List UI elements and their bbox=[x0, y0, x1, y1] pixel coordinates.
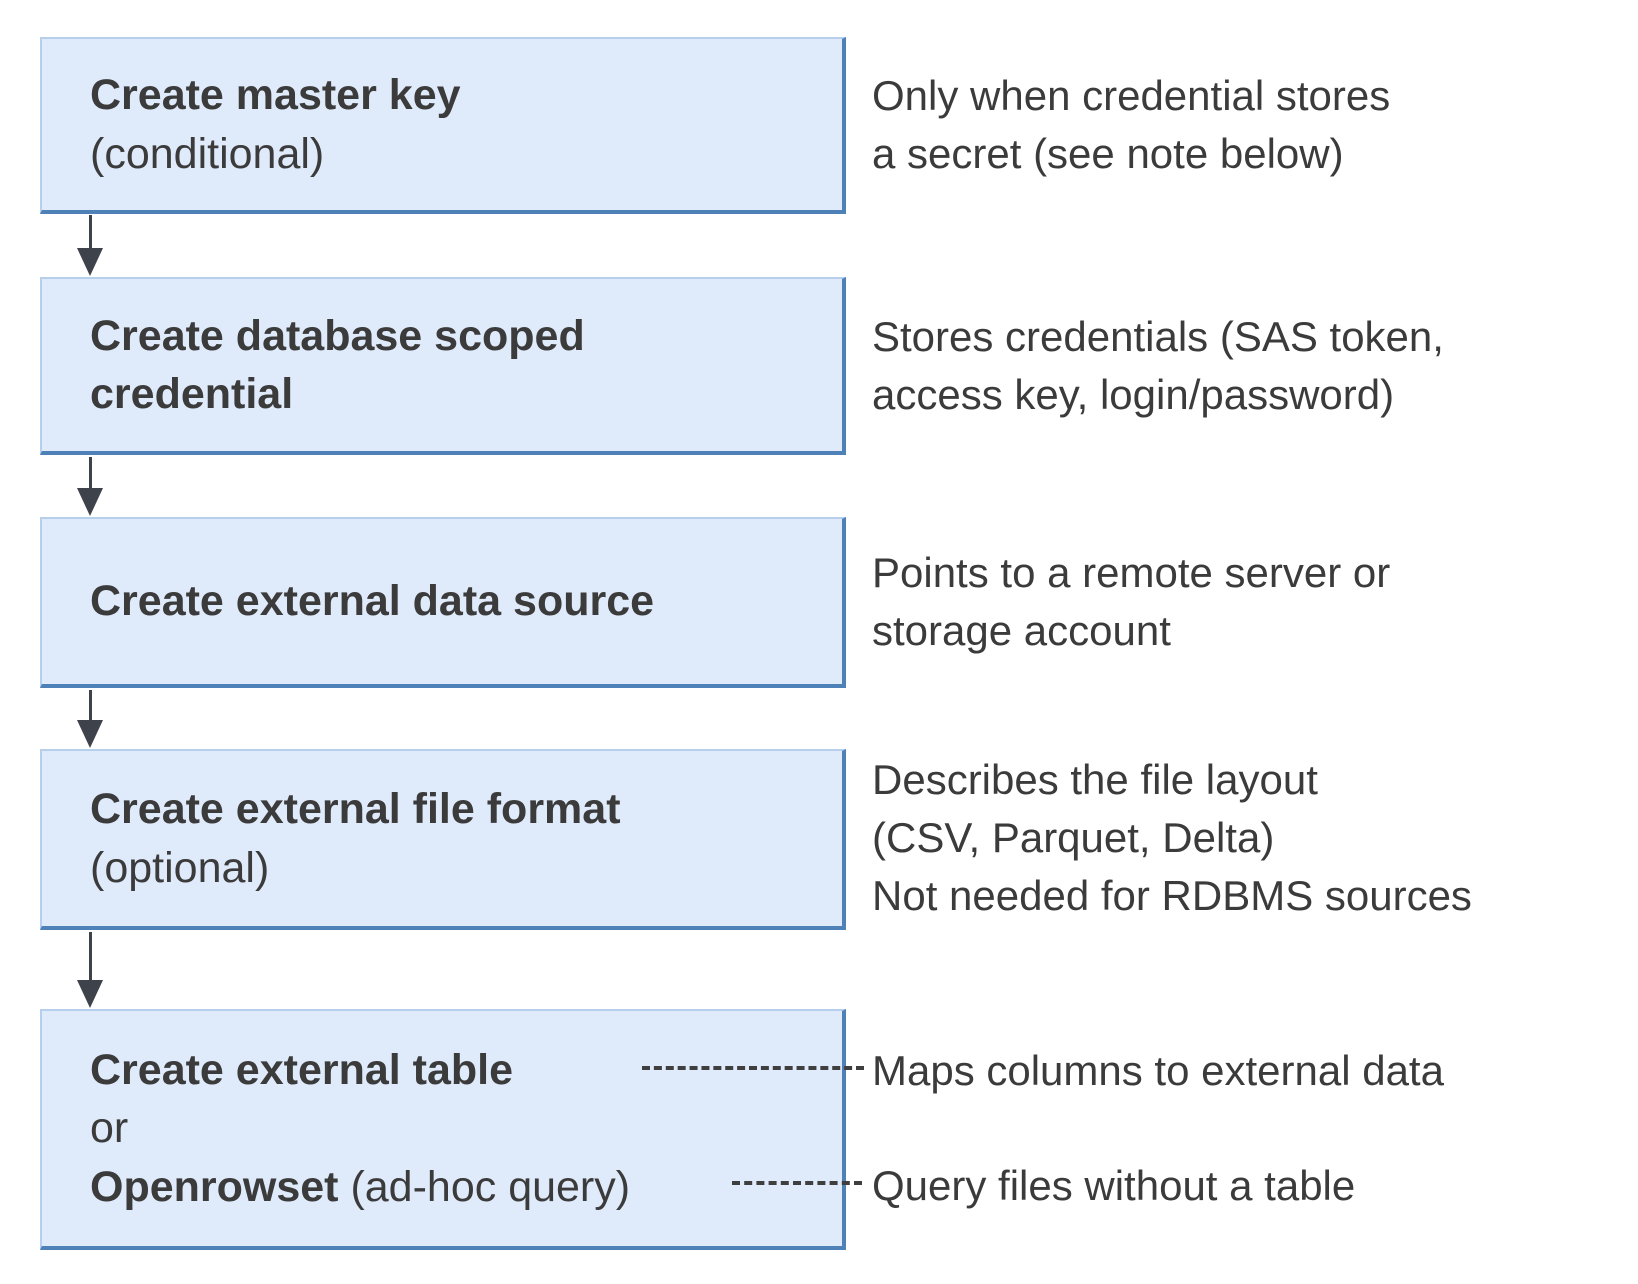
annotation-master-key: Only when credential stores a secret (se… bbox=[872, 72, 1391, 177]
openrowset-label: Openrowset bbox=[90, 1162, 339, 1211]
annotation-external-data-source: Points to a remote server or storage acc… bbox=[872, 549, 1391, 654]
step-subtitle-optional: (optional) bbox=[90, 843, 270, 892]
step-line-or: or bbox=[90, 1104, 129, 1153]
step-line-openrowset: Openrowset (ad-hoc query) bbox=[90, 1158, 842, 1216]
arrow-shaft bbox=[89, 690, 92, 724]
flow-arrow-3 bbox=[77, 690, 104, 748]
flow-arrow-4 bbox=[77, 932, 104, 1008]
step-title-create-master-key: Create master key bbox=[90, 71, 461, 120]
step-box-create-database-scoped-credential: Create database scoped credential bbox=[40, 277, 846, 455]
annotation-openrowset: Query files without a table bbox=[872, 1162, 1356, 1210]
openrowset-suffix: (ad-hoc query) bbox=[338, 1162, 631, 1211]
step-subtitle-conditional: (conditional) bbox=[90, 129, 325, 178]
step-title-create-database-scoped-credential: Create database scoped credential bbox=[90, 311, 585, 418]
dashed-connector-openrowset bbox=[732, 1181, 862, 1185]
flow-arrow-1 bbox=[77, 215, 104, 276]
arrow-head-icon bbox=[77, 980, 103, 1008]
arrow-shaft bbox=[89, 215, 92, 252]
arrow-head-icon bbox=[77, 488, 103, 516]
arrow-shaft bbox=[89, 932, 92, 984]
dashed-connector-external-table bbox=[642, 1066, 864, 1070]
step-title-create-external-file-format: Create external file format bbox=[90, 785, 621, 834]
step-box-create-master-key: Create master key (conditional) bbox=[40, 37, 846, 214]
annotation-external-table: Maps columns to external data bbox=[872, 1047, 1444, 1095]
arrow-shaft bbox=[89, 457, 92, 492]
annotation-external-file-format: Describes the file layout (CSV, Parquet,… bbox=[872, 756, 1472, 919]
step-line-create-external-table: Create external table bbox=[90, 1041, 842, 1099]
step-title-create-external-data-source: Create external data source bbox=[90, 577, 655, 626]
step-box-create-external-file-format: Create external file format (optional) bbox=[40, 749, 846, 930]
step-box-create-external-data-source: Create external data source bbox=[40, 517, 846, 688]
arrow-head-icon bbox=[77, 248, 103, 276]
arrow-head-icon bbox=[77, 720, 103, 748]
step-box-create-external-table-or-openrowset: Create external table or Openrowset (ad-… bbox=[40, 1009, 846, 1250]
annotation-database-scoped-credential: Stores credentials (SAS token, access ke… bbox=[872, 313, 1444, 418]
flow-arrow-2 bbox=[77, 457, 104, 516]
create-external-table-label: Create external table bbox=[90, 1045, 514, 1094]
